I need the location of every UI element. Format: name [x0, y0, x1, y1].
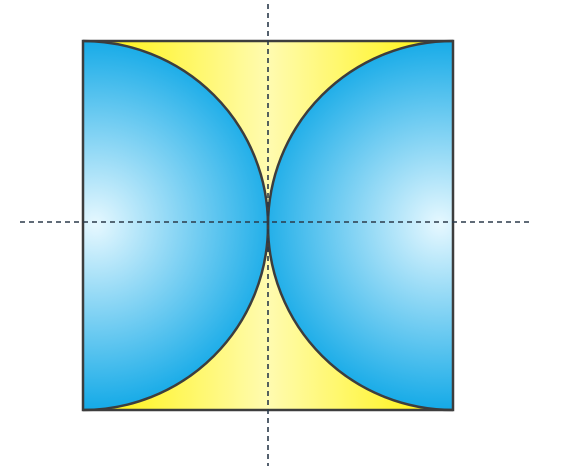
right-semicircle	[268, 41, 453, 410]
right-semicircle-arc	[266, 39, 454, 412]
left-semicircle	[83, 41, 268, 410]
